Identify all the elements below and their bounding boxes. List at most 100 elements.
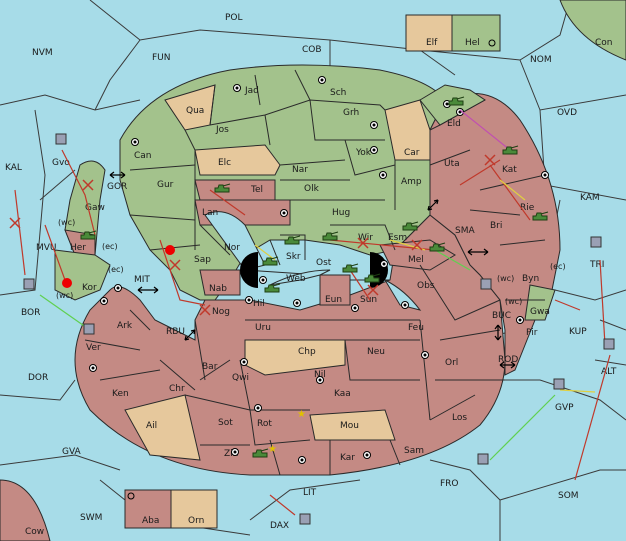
province-label-sot[interactable]: Sot [218, 418, 233, 428]
province-label-nar[interactable]: Nar [292, 165, 308, 175]
sea-label-som[interactable]: SOM [558, 491, 579, 501]
province-label-chr[interactable]: Chr [169, 384, 185, 394]
province-label-yok[interactable]: Yok [355, 148, 372, 158]
province-label-gwa[interactable]: Gwa [530, 307, 550, 317]
province-label-byn[interactable]: Byn [522, 274, 539, 284]
sea-label-swm[interactable]: SWM [80, 513, 102, 523]
province-label-hil[interactable]: Hil [253, 299, 265, 309]
sea-label-rod[interactable]: ROD [498, 355, 518, 365]
sea-label-kal[interactable]: KAL [5, 163, 22, 173]
army-unit-icon[interactable] [502, 145, 519, 155]
province-label-jos[interactable]: Jos [215, 125, 229, 135]
province-label-sun[interactable]: Sun [360, 295, 377, 305]
province-label-kor[interactable]: Kor [82, 283, 97, 293]
sea-label-con[interactable]: Con [595, 38, 613, 48]
province-label-gaw[interactable]: Gaw [85, 203, 105, 213]
sea-label-dor[interactable]: DOR [28, 373, 48, 383]
province-label-sch[interactable]: Sch [330, 88, 346, 98]
fleet-unit-icon[interactable] [83, 323, 95, 335]
sea-label-fro[interactable]: FRO [440, 479, 459, 489]
sea-label-mvu[interactable]: MVU [36, 243, 57, 253]
province-label-sam[interactable]: Sam [404, 446, 424, 456]
sea-label-gva[interactable]: GVA [62, 447, 82, 457]
sea-label-sma[interactable]: SMA [455, 226, 475, 236]
sea-label-ovd[interactable]: OVD [557, 108, 577, 118]
sea-label-nvm[interactable]: NVM [32, 48, 53, 58]
province-label-chp[interactable]: Chp [298, 347, 316, 357]
fleet-unit-icon[interactable] [23, 278, 35, 290]
province-label-ail[interactable]: Ail [146, 421, 157, 431]
sea-label-lit[interactable]: LIT [303, 488, 317, 498]
province-label-wir[interactable]: Wir [358, 233, 373, 243]
fleet-unit-icon[interactable] [590, 236, 602, 248]
province-label-hug[interactable]: Hug [332, 208, 350, 218]
sea-label-dax[interactable]: DAX [270, 521, 289, 531]
sea-label-cob[interactable]: COB [302, 45, 322, 55]
army-unit-icon[interactable] [322, 231, 339, 241]
province-label-bri[interactable]: Bri [490, 221, 502, 231]
province-label-amp[interactable]: Amp [401, 177, 422, 187]
province-label-car[interactable]: Car [404, 148, 420, 158]
fleet-unit-icon[interactable] [480, 278, 492, 290]
province-label-esm[interactable]: Esm [388, 233, 407, 243]
sea-label-gvp[interactable]: GVP [555, 403, 574, 413]
sea-label-bor[interactable]: BOR [21, 308, 40, 318]
province-label-los[interactable]: Los [452, 413, 467, 423]
province-label-mel[interactable]: Mel [408, 255, 424, 265]
province-label-kaa[interactable]: Kaa [334, 389, 351, 399]
province-label-kat[interactable]: Kat [502, 165, 517, 175]
province-label-mou[interactable]: Mou [340, 421, 359, 431]
province-label-elc[interactable]: Elc [218, 158, 231, 168]
province-label-lan[interactable]: Lan [202, 208, 218, 218]
sea-label-gvo[interactable]: Gvo [52, 158, 70, 168]
army-unit-icon[interactable] [342, 263, 359, 273]
province-label-kar[interactable]: Kar [340, 453, 355, 463]
sea-label-alt[interactable]: ALT [601, 367, 617, 377]
province-label-gur[interactable]: Gur [157, 180, 174, 190]
province-label-tel[interactable]: Tel [250, 185, 263, 195]
army-unit-icon[interactable] [80, 230, 97, 240]
province-label-zin[interactable]: Zin [224, 449, 238, 459]
province-label-qwi[interactable]: Qwi [232, 373, 249, 383]
fleet-unit-icon[interactable] [553, 378, 565, 390]
sea-label-buc[interactable]: BUC [492, 311, 511, 321]
province-label-nog[interactable]: Nog [212, 307, 230, 317]
province-label-uru[interactable]: Uru [255, 323, 271, 333]
army-unit-icon[interactable] [214, 183, 231, 193]
fleet-unit-icon[interactable] [55, 133, 67, 145]
army-unit-icon[interactable] [448, 96, 465, 106]
army-unit-icon[interactable] [429, 242, 446, 252]
province-label-can[interactable]: Can [134, 151, 152, 161]
sea-label-cow[interactable]: Cow [25, 527, 44, 537]
sea-label-gor[interactable]: GOR [107, 182, 127, 192]
sea-label-tri[interactable]: TRI [589, 260, 604, 270]
army-unit-icon[interactable] [284, 235, 301, 245]
province-label-ken[interactable]: Ken [112, 389, 129, 399]
army-unit-icon[interactable] [262, 256, 279, 266]
sea-label-kam[interactable]: KAM [580, 193, 600, 203]
province-label-nor[interactable]: Nor [224, 243, 240, 253]
fleet-unit-icon[interactable] [299, 513, 311, 525]
sea-label-pol[interactable]: POL [225, 13, 243, 23]
province-label-neu[interactable]: Neu [367, 347, 385, 357]
province-label-obs[interactable]: Obs [417, 281, 435, 291]
province-label-rot[interactable]: Rot [257, 419, 272, 429]
province-label-ost[interactable]: Ost [316, 258, 332, 268]
province-label-ark[interactable]: Ark [117, 321, 133, 331]
province-label-sap[interactable]: Sap [194, 255, 211, 265]
province-label-pir[interactable]: Pir [526, 328, 538, 338]
sea-label-rbu[interactable]: RBU [166, 327, 185, 337]
province-label-rie[interactable]: Rie [520, 203, 535, 213]
sea-label-mit[interactable]: MIT [134, 275, 150, 285]
province-label-bar[interactable]: Bar [202, 362, 218, 372]
province-label-uta[interactable]: Uta [444, 159, 460, 169]
province-label-feu[interactable]: Feu [408, 323, 424, 333]
province-label-ver[interactable]: Ver [86, 343, 101, 353]
sea-label-nom[interactable]: NOM [530, 55, 552, 65]
province-label-olk[interactable]: Olk [304, 184, 320, 194]
province-label-nil[interactable]: Nil [314, 370, 326, 380]
sea-label-kup[interactable]: KUP [569, 327, 587, 337]
province-label-skr[interactable]: Skr [286, 252, 301, 262]
province-label-jad[interactable]: Jad [244, 86, 259, 96]
